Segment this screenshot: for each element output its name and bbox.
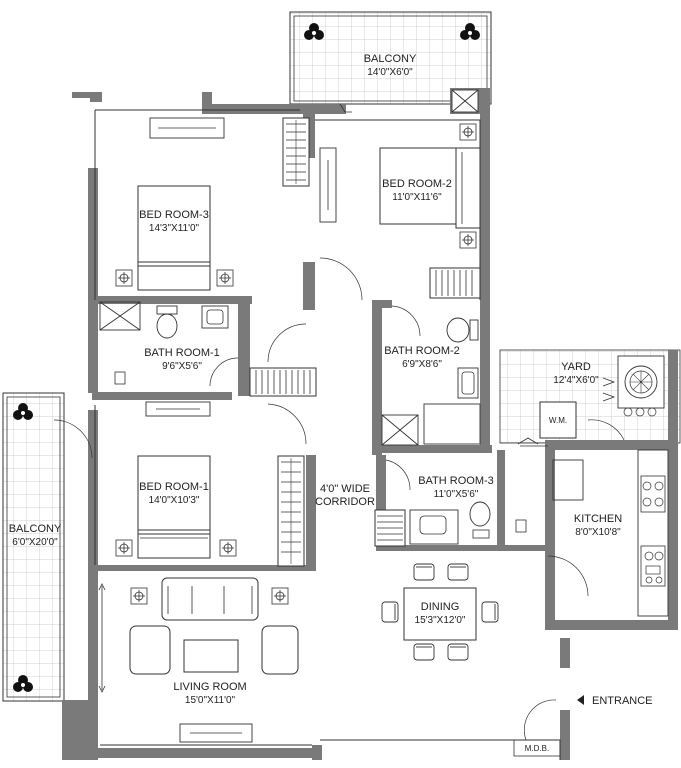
kitchen-name: KITCHEN [574,513,622,525]
kitchen [547,419,669,617]
yard [517,355,665,447]
living-room [98,577,557,743]
mdb-box [513,739,561,757]
balcony-left-dims: 6'0"X20'0" [12,537,58,548]
kitchen-dims: 8'0"X10'8" [575,527,621,538]
bedroom-1 [53,401,307,559]
wardrobe-bedroom2 [429,267,481,299]
dining-name: DINING [421,601,460,613]
bedroom-2 [319,89,481,249]
bedroom1-name: BED ROOM-1 [139,481,209,493]
balcony-top-dims: 14'0"X6'0" [367,67,413,78]
yard-name: YARD [561,361,591,373]
entrance-label: ENTRANCE [592,695,653,707]
bedroom1-dims: 14'0"X10'3" [149,495,200,506]
entrance-arrow-icon [577,695,584,705]
bedroom3-dims: 14'3"X11'0" [149,223,200,234]
bathroom-2 [381,305,481,446]
bath3-dims: 11'0"X5'6" [434,489,479,500]
living-name: LIVING ROOM [173,681,246,693]
dining-dims: 15'3"X12'0" [415,615,466,626]
balcony-left-name: BALCONY [9,523,62,535]
walls [62,88,678,760]
yard-dims: 12'4"X6'0" [553,375,599,386]
balcony-top [289,11,492,105]
bath1-dims: 9'6"X5'6" [162,361,202,372]
bedroom3-name: BED ROOM-3 [139,209,209,221]
bedroom2-name: BED ROOM-2 [382,178,452,190]
balcony-left [2,392,65,702]
wardrobe-bedroom1 [277,455,305,567]
wardrobe-bedroom3 [282,117,310,187]
balcony-top-name: BALCONY [364,53,417,65]
bathroom-3 [374,501,527,547]
corridor-line2: CORRIDOR [315,496,375,508]
bath2-dims: 6'9"X8'6" [402,359,442,370]
bedroom-3 [99,117,234,331]
bedroom2-dims: 11'0"X11'6" [392,192,442,203]
bath2-name: BATH ROOM-2 [384,345,460,357]
corridor [267,257,411,491]
wm-label: W.M. [549,416,567,425]
bath1-name: BATH ROOM-1 [144,347,220,359]
dining [381,563,499,661]
living-dims: 15'0"X11'0" [185,695,236,706]
mdb-label: M.D.B. [525,744,549,753]
bathroom-1 [114,305,317,397]
outline-walls [94,109,561,760]
bath3-name: BATH ROOM-3 [418,475,494,487]
corridor-line1: 4'0" WIDE [320,483,370,495]
